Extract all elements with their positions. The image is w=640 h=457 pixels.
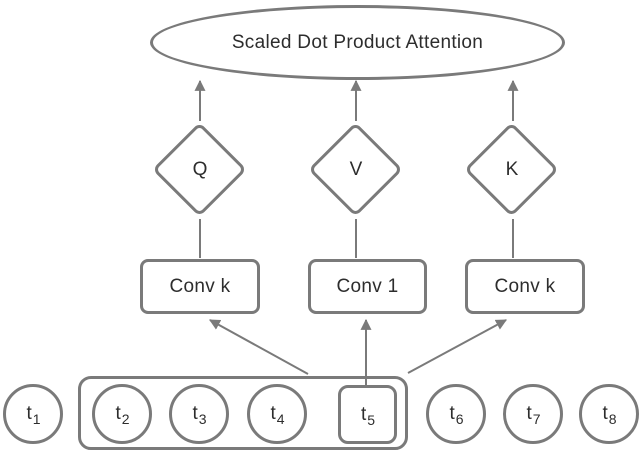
conv-label-key: Conv k — [494, 275, 556, 297]
projection-label-k: K — [505, 159, 519, 180]
attention-label: Scaled Dot Product Attention — [231, 31, 484, 53]
attention-ellipse: Scaled Dot Product Attention — [150, 5, 565, 80]
token-subscript: 2 — [121, 411, 130, 427]
token-subscript: 8 — [608, 411, 617, 427]
token-subscript: 4 — [276, 411, 285, 427]
token-label: t — [360, 403, 367, 425]
token-subscript: 5 — [367, 411, 376, 428]
conv-box-value: Conv 1 — [308, 259, 427, 314]
conv-label-query: Conv k — [169, 275, 231, 297]
token-label: t — [449, 403, 455, 424]
token-subscript: 3 — [198, 411, 207, 427]
arrow-window-to-conv-query — [209, 319, 309, 375]
token-label: t — [192, 403, 198, 424]
token-label: t — [270, 403, 276, 424]
conv-box-key: Conv k — [465, 259, 585, 314]
conv-label-value: Conv 1 — [336, 275, 399, 297]
token-subscript: 7 — [532, 411, 541, 427]
arrow-window-to-conv-key — [407, 319, 507, 374]
token-label: t — [602, 403, 608, 424]
token-label: t — [115, 403, 121, 424]
token-subscript: 6 — [455, 411, 464, 427]
projection-label-v: V — [349, 159, 363, 180]
projection-label-q: Q — [192, 159, 208, 180]
conv-box-query: Conv k — [140, 259, 260, 314]
token-label: t — [26, 403, 32, 424]
token-label: t — [526, 403, 532, 424]
token-subscript: 1 — [32, 411, 41, 427]
context-window-box — [78, 376, 408, 450]
